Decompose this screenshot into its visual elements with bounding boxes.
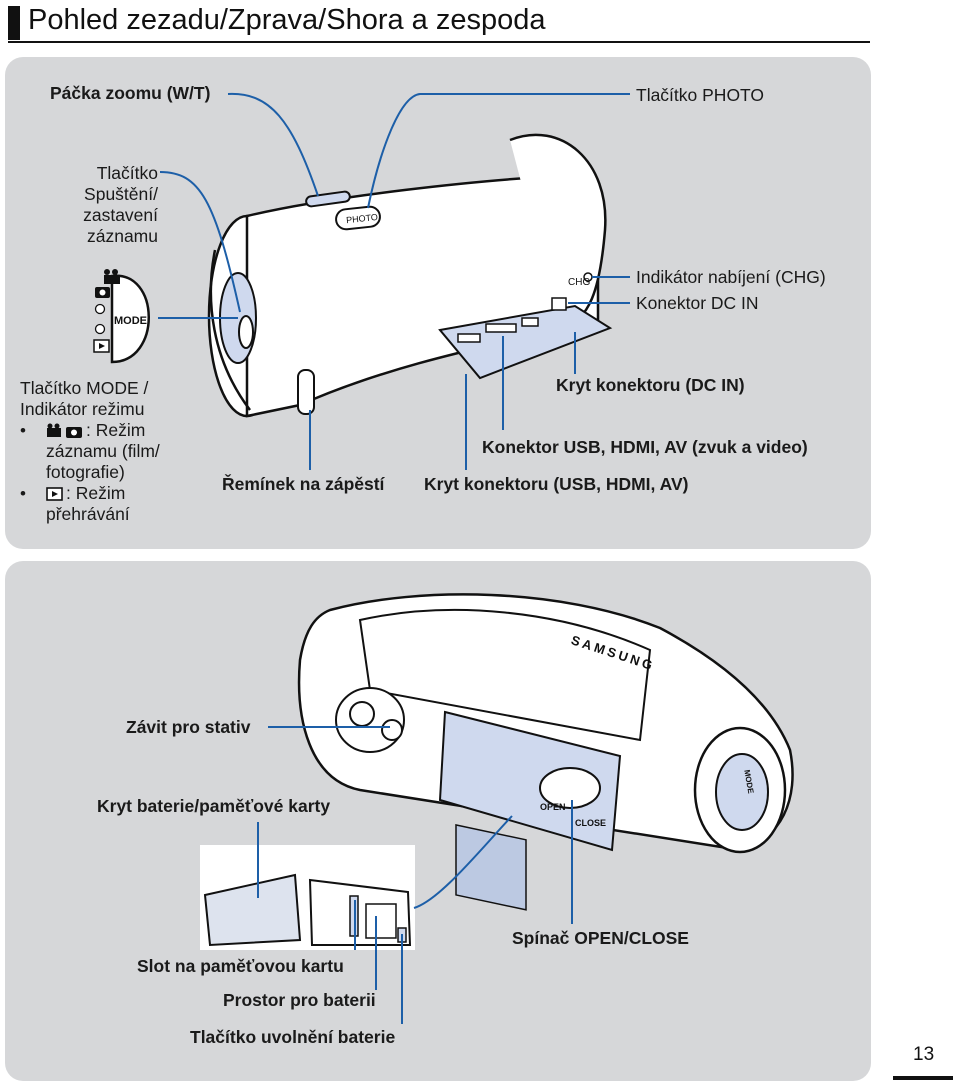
mode-play-text-1: : Režim xyxy=(66,483,126,503)
mode-record-line-2: záznamu (film/ xyxy=(46,441,160,461)
mode-button-description: Tlačítko MODE / Indikátor režimu • : Rež… xyxy=(20,378,160,525)
bottom-camcorder-drawing xyxy=(297,593,794,911)
label-wrist-strap: Řemínek na zápěstí xyxy=(222,474,385,494)
bullet: • xyxy=(20,484,26,503)
mode-play-line-1: : Režim xyxy=(46,483,130,504)
label-mode-title-2: Indikátor režimu xyxy=(20,399,145,419)
top-camcorder-drawing xyxy=(207,133,613,418)
label-battery-release: Tlačítko uvolnění baterie xyxy=(190,1027,396,1047)
indicator-led-record xyxy=(94,303,106,315)
page-number: 13 xyxy=(913,1044,935,1065)
hdmi-port-shape xyxy=(485,323,517,333)
open-text: OPEN xyxy=(540,802,566,812)
open-cover-inset xyxy=(203,873,302,947)
mode-dial-text: MODE xyxy=(114,315,147,327)
battery-bay-inset xyxy=(365,903,397,939)
label-tripod-socket: Závit pro stativ xyxy=(126,717,251,737)
label-usb-hdmi-av-cover: Kryt konektoru (USB, HDMI, AV) xyxy=(424,474,689,494)
label-memory-card-slot: Slot na paměťovou kartu xyxy=(137,956,344,976)
label-record-button: Tlačítko Spuštění/ zastavení záznamu xyxy=(40,163,158,247)
label-battery-card-cover: Kryt baterie/paměťové karty xyxy=(97,796,331,816)
usb-port-shape xyxy=(457,333,481,343)
leader-zoom xyxy=(227,92,319,197)
mode-record-line-1: : Režim xyxy=(46,420,160,441)
movie-photo-icon xyxy=(47,423,82,439)
mode-play-item: • : Režim přehrávání xyxy=(20,483,160,525)
leader-record xyxy=(159,171,241,313)
movie-camera-icon xyxy=(104,269,120,284)
end-mode-dial xyxy=(715,753,769,831)
record-button-shape xyxy=(238,315,254,349)
photo-key-shape xyxy=(335,205,381,231)
leader-inset xyxy=(413,815,513,909)
open-close-switch-shape xyxy=(539,767,601,809)
battery-cover-window xyxy=(455,824,527,911)
heading-rule xyxy=(8,41,870,43)
indicator-led-play xyxy=(94,323,106,335)
page-number-rule xyxy=(893,1076,953,1080)
label-charge-indicator: Indikátor nabíjení (CHG) xyxy=(636,267,826,287)
label-record-line-4: záznamu xyxy=(86,226,158,246)
label-mode-title-1: Tlačítko MODE / xyxy=(20,378,149,398)
mode-record-text-1: : Režim xyxy=(86,420,146,440)
label-record-line-3: zastavení xyxy=(83,205,158,225)
leader-lines xyxy=(158,92,630,1024)
label-record-line-1: Tlačítko xyxy=(96,163,158,183)
battery-inset-drawing xyxy=(200,845,415,950)
photo-key-text: PHOTO xyxy=(346,212,379,225)
label-dc-in-cover: Kryt konektoru (DC IN) xyxy=(556,375,745,395)
label-usb-hdmi-av-jack: Konektor USB, HDMI, AV (zvuk a video) xyxy=(482,437,808,457)
battery-cover-shape xyxy=(438,710,622,852)
tripod-hole-b xyxy=(381,719,403,741)
top-shell-outline xyxy=(358,609,652,742)
av-port-shape xyxy=(521,317,539,327)
dc-in-port-shape xyxy=(551,297,567,311)
chg-text: CHG xyxy=(568,277,590,288)
page-heading: Pohled zezadu/Zprava/Shora a zespoda xyxy=(28,4,546,36)
label-record-line-2: Spuštění/ xyxy=(84,184,158,204)
tripod-hole-a xyxy=(349,701,375,727)
label-battery-compartment: Prostor pro baterii xyxy=(223,990,376,1010)
connector-cover-shape xyxy=(438,304,613,380)
label-open-close-switch: Spínač OPEN/CLOSE xyxy=(512,928,689,948)
play-icon xyxy=(93,339,110,353)
label-dc-in: Konektor DC IN xyxy=(636,293,759,313)
mode-record-item: • : Režim záznamu (film/ fotografie) xyxy=(20,420,160,483)
zoom-lever-shape xyxy=(305,190,351,208)
rear-edge-outline xyxy=(209,249,251,411)
playback-icon xyxy=(46,487,63,502)
label-zoom-lever: Páčka zoomu (W/T) xyxy=(50,83,211,103)
close-text: CLOSE xyxy=(575,818,606,828)
photo-camera-icon xyxy=(95,287,110,298)
label-photo-button: Tlačítko PHOTO xyxy=(636,85,765,105)
end-mode-text: MODE xyxy=(742,769,755,795)
mode-record-line-3: fotografie) xyxy=(46,462,125,482)
heading-marker xyxy=(8,6,20,40)
leader-photo xyxy=(367,93,630,209)
strap-loop-shape xyxy=(297,369,315,415)
bullet: • xyxy=(20,421,26,440)
mode-play-line-2: přehrávání xyxy=(46,504,130,524)
mode-dial-detail: MODE xyxy=(93,269,150,364)
